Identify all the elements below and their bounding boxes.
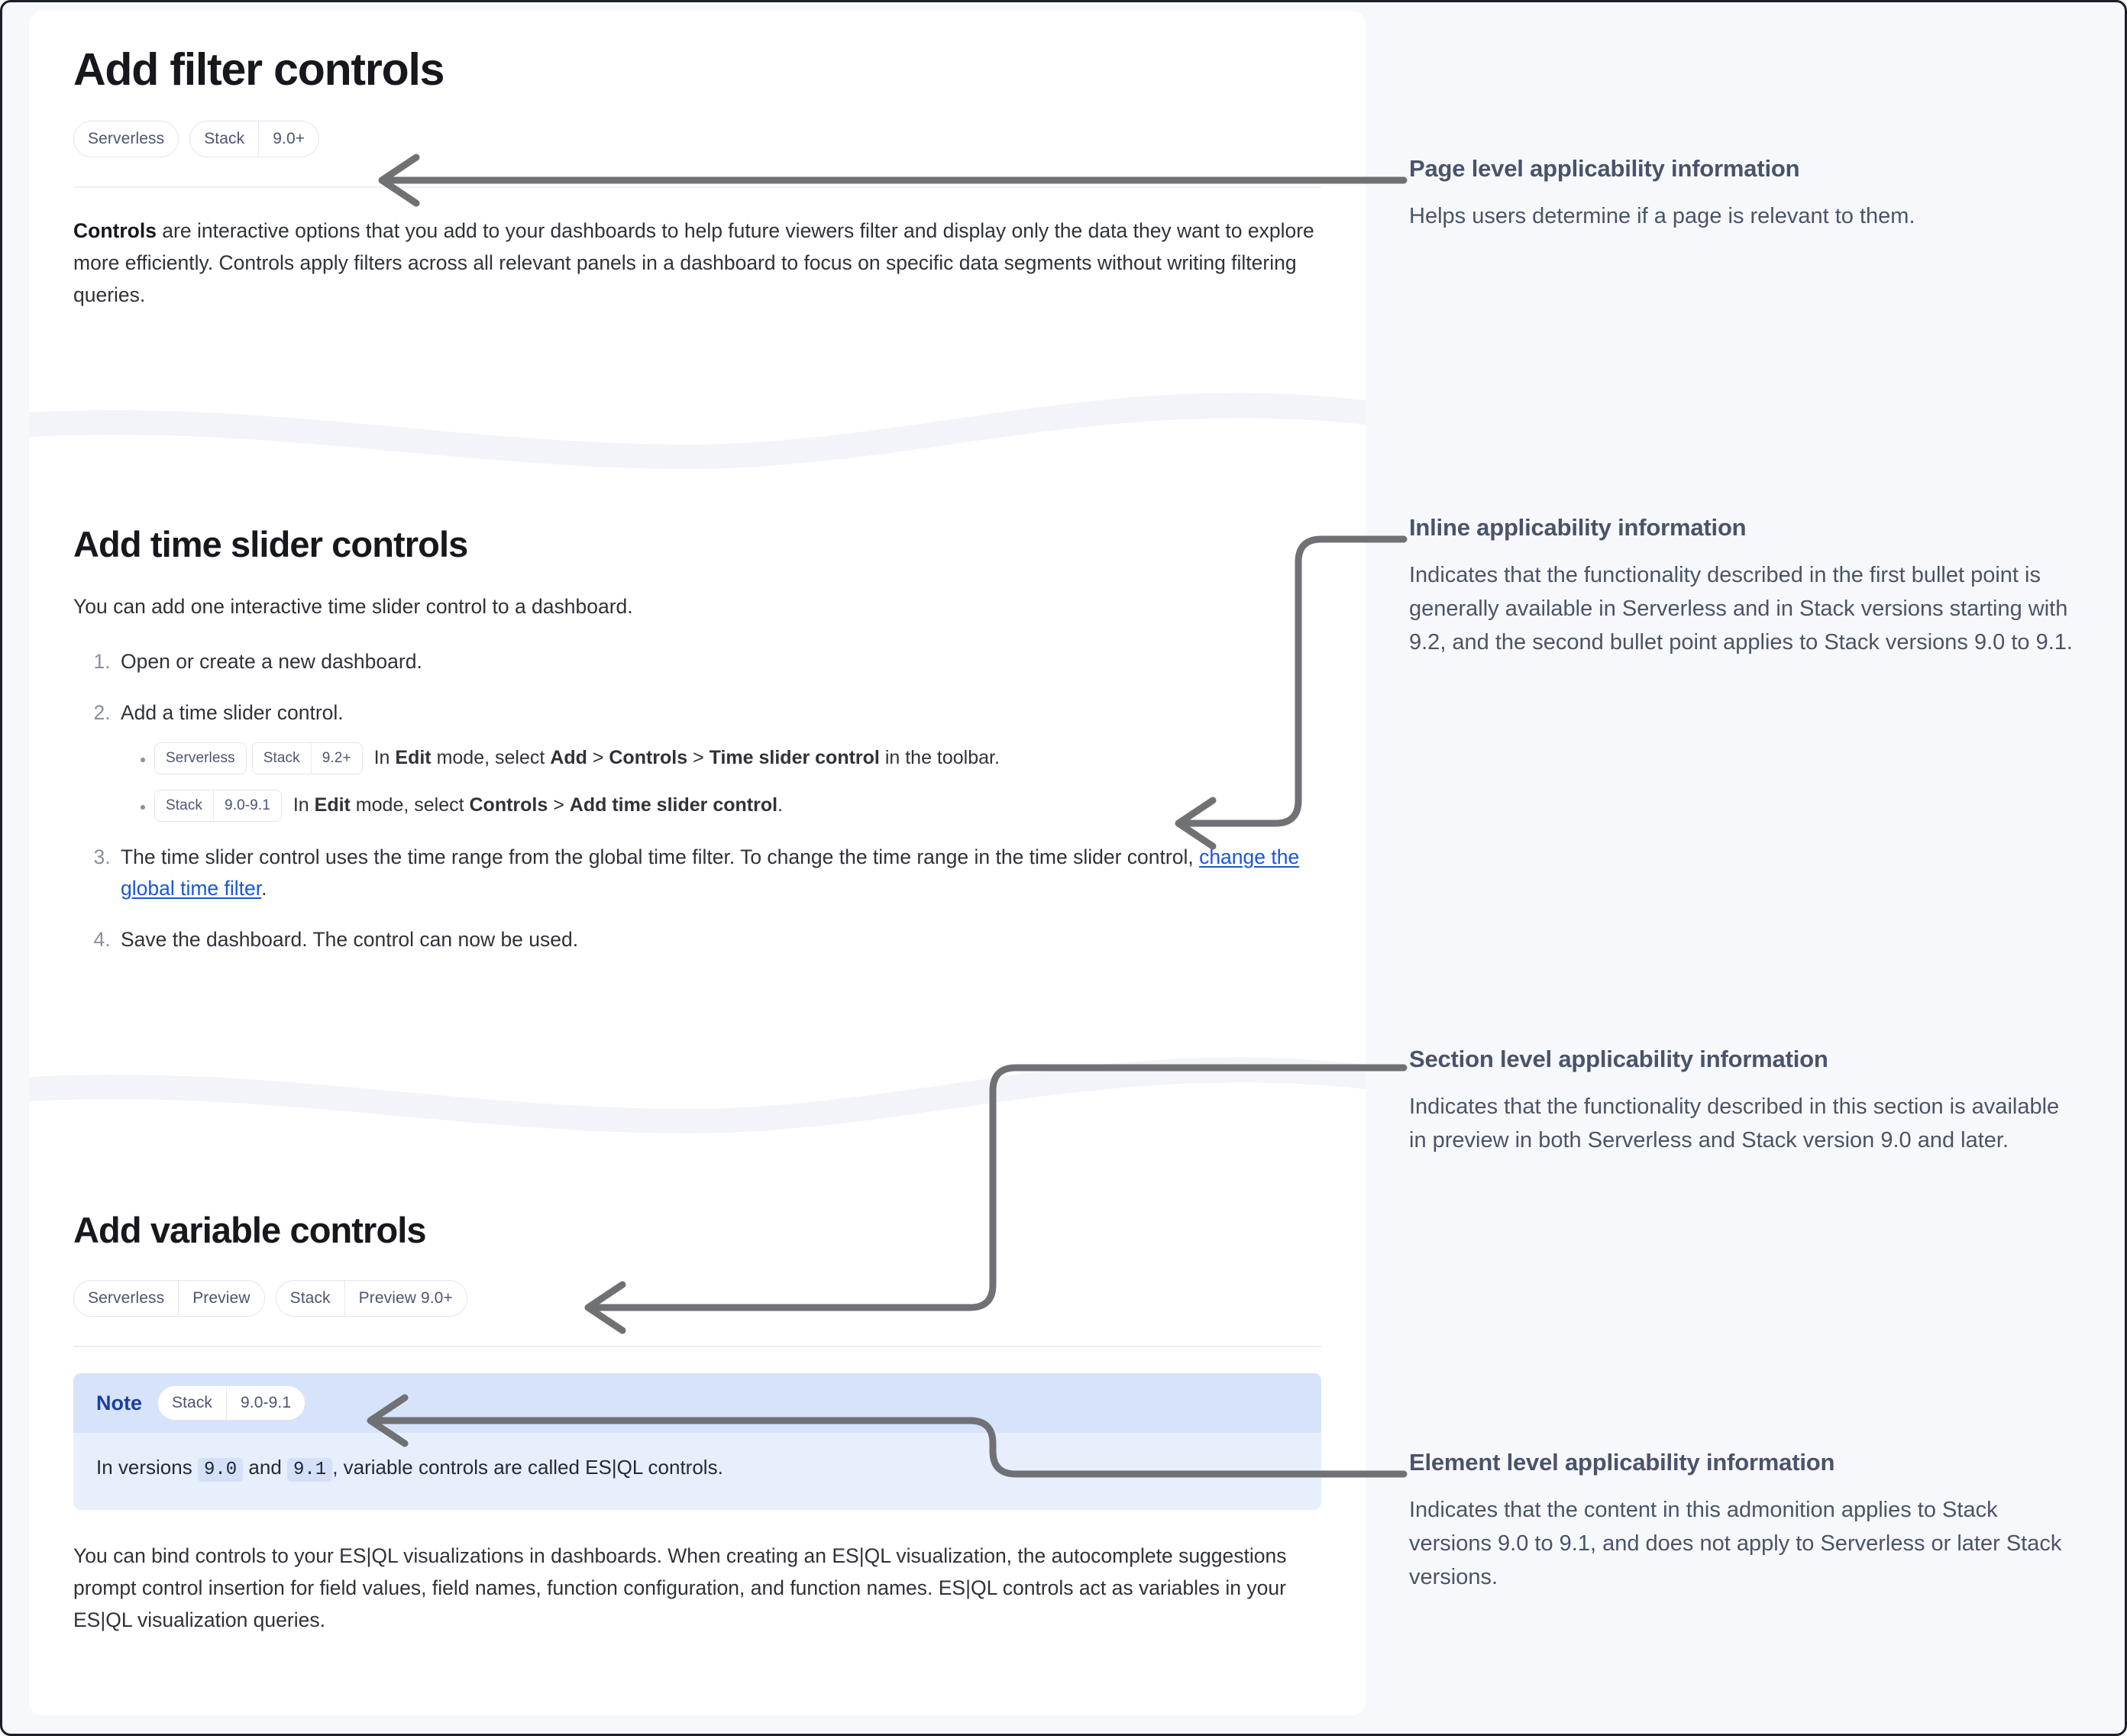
badge-segment-product: Stack — [289, 1289, 331, 1308]
text-part: > — [587, 746, 609, 768]
text-part: mode, select — [350, 794, 470, 816]
applicability-badge-stack-preview[interactable]: Stack Preview 9.0+ — [275, 1280, 467, 1317]
text-part: mode, select — [431, 746, 551, 768]
time-slider-section-card: Add time slider controls You can add one… — [29, 469, 1366, 1072]
variable-controls-paragraph: You can bind controls to your ES|QL visu… — [73, 1544, 1287, 1631]
step-item: Open or create a new dashboard. — [116, 646, 1321, 677]
list-item: Stack 9.0-9.1 In Edit mode, select Contr… — [154, 790, 1321, 823]
annotation-inline: Inline applicability information Indicat… — [1409, 513, 2074, 659]
applicability-badge-serverless[interactable]: Serverless — [73, 121, 179, 158]
text-part-bold: Controls — [469, 794, 548, 816]
variable-controls-section-card: Add variable controls Serverless Preview… — [29, 1133, 1366, 1715]
text-part: > — [548, 794, 570, 816]
note-admonition: Note Stack 9.0-9.1 In versions 9.0 and 9… — [73, 1373, 1321, 1511]
section-divider — [73, 1346, 1321, 1348]
wave-divider-2 — [29, 1042, 1366, 1133]
annotation-element-level: Element level applicability information … — [1409, 1448, 2074, 1594]
annotation-body: Helps users determine if a page is relev… — [1409, 204, 1915, 229]
bullet-text: In Edit mode, select Add > Controls > Ti… — [374, 747, 1000, 768]
intro-lead: Controls — [73, 219, 157, 243]
text-part: and — [243, 1456, 287, 1479]
text-part: In — [293, 794, 315, 816]
annotation-title: Element level applicability information — [1409, 1449, 1835, 1476]
bullet-text: In Edit mode, select Controls > Add time… — [293, 794, 783, 816]
annotation-body: Indicates that the content in this admon… — [1409, 1498, 2062, 1590]
note-header: Note Stack 9.0-9.1 — [73, 1373, 1321, 1434]
badge-segment-lifecycle: Preview — [178, 1281, 263, 1317]
list-item: Serverless Stack 9.2+ In Edit mode, sele… — [154, 742, 1321, 775]
step-text: The time slider control uses the time ra… — [121, 845, 1200, 869]
step-sub-bullets: Serverless Stack 9.2+ In Edit mode, sele… — [121, 742, 1321, 823]
step-item: Save the dashboard. The control can now … — [116, 924, 1321, 955]
time-slider-intro: You can add one interactive time slider … — [73, 595, 633, 619]
badge-segment-version: 9.2+ — [310, 743, 362, 774]
text-part-bold: Controls — [609, 746, 688, 768]
text-part: In versions — [96, 1456, 198, 1479]
annotation-page-level: Page level applicability information Hel… — [1409, 154, 2074, 233]
text-part-bold: Edit — [314, 794, 351, 816]
badge-segment-product: Stack — [263, 749, 300, 766]
step-text-tail: . — [261, 877, 267, 900]
step-text: Add a time slider control. — [121, 700, 344, 724]
annotation-title: Inline applicability information — [1409, 514, 1747, 541]
badge-segment-version: 9.0+ — [258, 121, 318, 157]
wave-divider-1 — [29, 377, 1366, 469]
text-part-bold: Edit — [395, 746, 432, 768]
time-slider-heading: Add time slider controls — [73, 524, 468, 564]
page-header-card: Add filter controls Serverless Stack 9.0… — [29, 11, 1366, 408]
page-applicability-badges: Serverless Stack 9.0+ — [73, 121, 1321, 158]
text-part: In — [373, 746, 396, 768]
text-part: in the toolbar. — [879, 746, 1000, 768]
badge-segment-version: 9.0-9.1 — [226, 1386, 305, 1421]
variable-controls-heading: Add variable controls — [73, 1210, 427, 1250]
text-part-bold: Add time slider control — [569, 794, 778, 816]
header-divider — [73, 186, 1321, 189]
text-part-bold: Time slider control — [709, 746, 880, 768]
annotation-body: Indicates that the functionality describ… — [1409, 563, 2073, 655]
inline-badge-serverless[interactable]: Serverless — [154, 742, 247, 775]
annotation-section-level: Section level applicability information … — [1409, 1045, 2074, 1157]
intro-paragraph: Controls are interactive options that yo… — [73, 215, 1321, 312]
page-title: Add filter controls — [73, 44, 444, 95]
inline-code: 9.1 — [287, 1458, 333, 1482]
text-part: , variable controls are called ES|QL con… — [332, 1456, 723, 1479]
annotation-title: Section level applicability information — [1409, 1046, 1828, 1072]
badge-segment-product: Stack — [166, 797, 203, 813]
inline-badge-stack[interactable]: Stack 9.2+ — [251, 742, 363, 775]
step-text: Save the dashboard. The control can now … — [121, 928, 579, 952]
badge-segment-version: 9.0-9.1 — [213, 790, 281, 822]
step-item: Add a time slider control. Serverless St… — [116, 697, 1321, 823]
text-part: . — [777, 794, 783, 816]
badge-segment-product: Stack — [172, 1394, 213, 1412]
time-slider-steps: Open or create a new dashboard. Add a ti… — [73, 646, 1321, 955]
annotation-body: Indicates that the functionality describ… — [1409, 1094, 2060, 1153]
applicability-badge-stack[interactable]: Stack 9.0+ — [189, 121, 320, 158]
badge-segment-product: Stack — [204, 130, 245, 148]
note-body: In versions 9.0 and 9.1, variable contro… — [73, 1433, 1321, 1510]
intro-rest: are interactive options that you add to … — [73, 219, 1314, 306]
document-column: Add filter controls Serverless Stack 9.0… — [29, 11, 1366, 1715]
text-part: > — [687, 746, 710, 768]
applicability-badge-serverless-preview[interactable]: Serverless Preview — [73, 1280, 265, 1317]
annotation-title: Page level applicability information — [1409, 155, 1800, 182]
global-time-filter-link[interactable]: change the global time filter — [121, 845, 1300, 900]
badge-segment-version: Preview 9.0+ — [344, 1281, 467, 1317]
inline-code: 9.0 — [197, 1458, 244, 1482]
badge-segment-lifecycle: Serverless — [166, 749, 235, 766]
text-part-bold: Add — [550, 746, 587, 768]
step-item: The time slider control uses the time ra… — [116, 842, 1321, 904]
section-applicability-badges: Serverless Preview Stack Preview 9.0+ — [73, 1280, 1321, 1317]
badge-segment-product: Serverless — [88, 1289, 165, 1308]
step-text: Open or create a new dashboard. — [121, 649, 422, 673]
inline-badge-stack[interactable]: Stack 9.0-9.1 — [154, 790, 282, 823]
note-applicability-badge-stack[interactable]: Stack 9.0-9.1 — [157, 1385, 306, 1421]
note-label: Note — [96, 1391, 142, 1414]
badge-segment-lifecycle: Serverless — [88, 130, 165, 148]
